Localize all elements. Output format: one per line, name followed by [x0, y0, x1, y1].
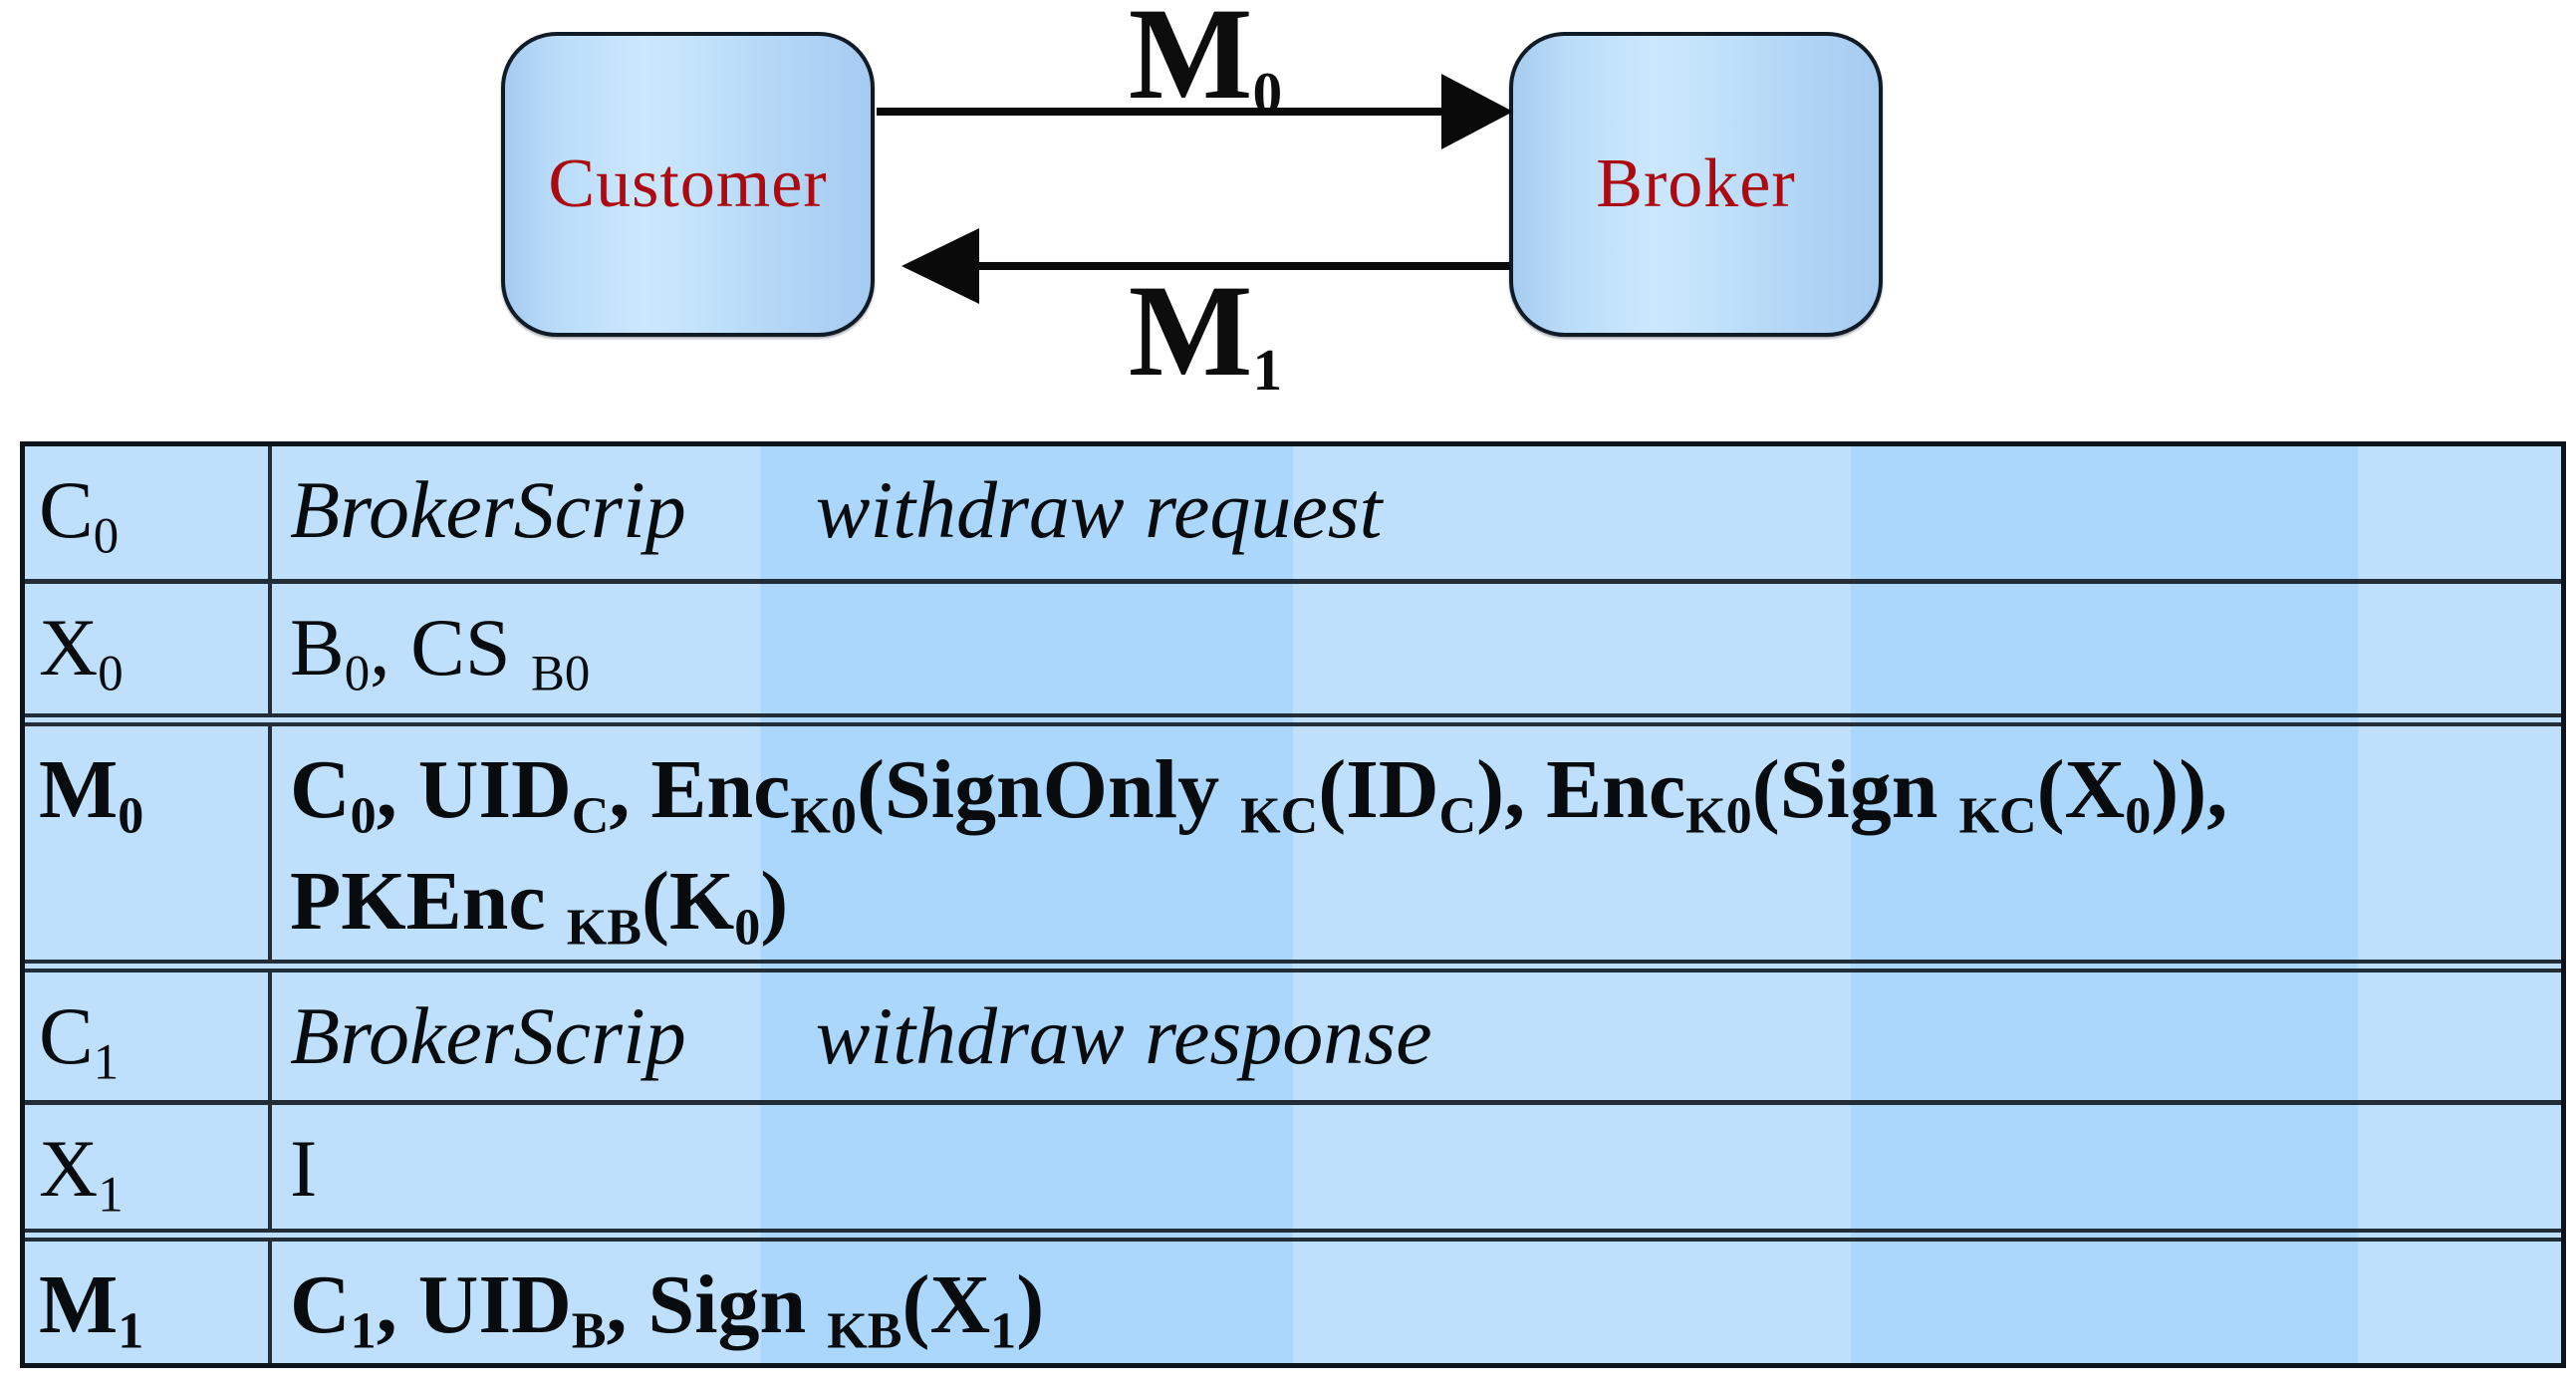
arrow-label-m0: M0	[1128, 0, 1283, 127]
arrow-m1-line	[977, 262, 1510, 270]
broker-node: Broker	[1509, 32, 1883, 337]
broker-label: Broker	[1596, 145, 1796, 222]
table-value-cell: C0, UIDC, EncK0(SignOnly KC(IDC), EncK0(…	[290, 743, 2228, 957]
customer-label: Customer	[548, 145, 828, 222]
table-value-cell: B0, CS B0	[290, 602, 591, 701]
table-key-cell: M1	[25, 1242, 272, 1363]
table-value-cell: C1, UIDB, Sign KB(X1)	[290, 1258, 1045, 1360]
table-key-cell: X1	[25, 1105, 272, 1229]
customer-node: Customer	[501, 32, 875, 337]
table-key-cell: X0	[25, 584, 272, 713]
table-value-cell: I	[290, 1123, 318, 1214]
table-key-cell: C1	[25, 972, 272, 1100]
table-key-cell: M0	[25, 726, 272, 960]
arrow-m0-head-icon	[1441, 74, 1513, 149]
arrow-m1-head-icon	[902, 228, 979, 304]
table-key-cell: C0	[25, 446, 272, 579]
arrow-m0-line	[877, 108, 1444, 116]
arrow-label-m1: M1	[1128, 257, 1283, 404]
